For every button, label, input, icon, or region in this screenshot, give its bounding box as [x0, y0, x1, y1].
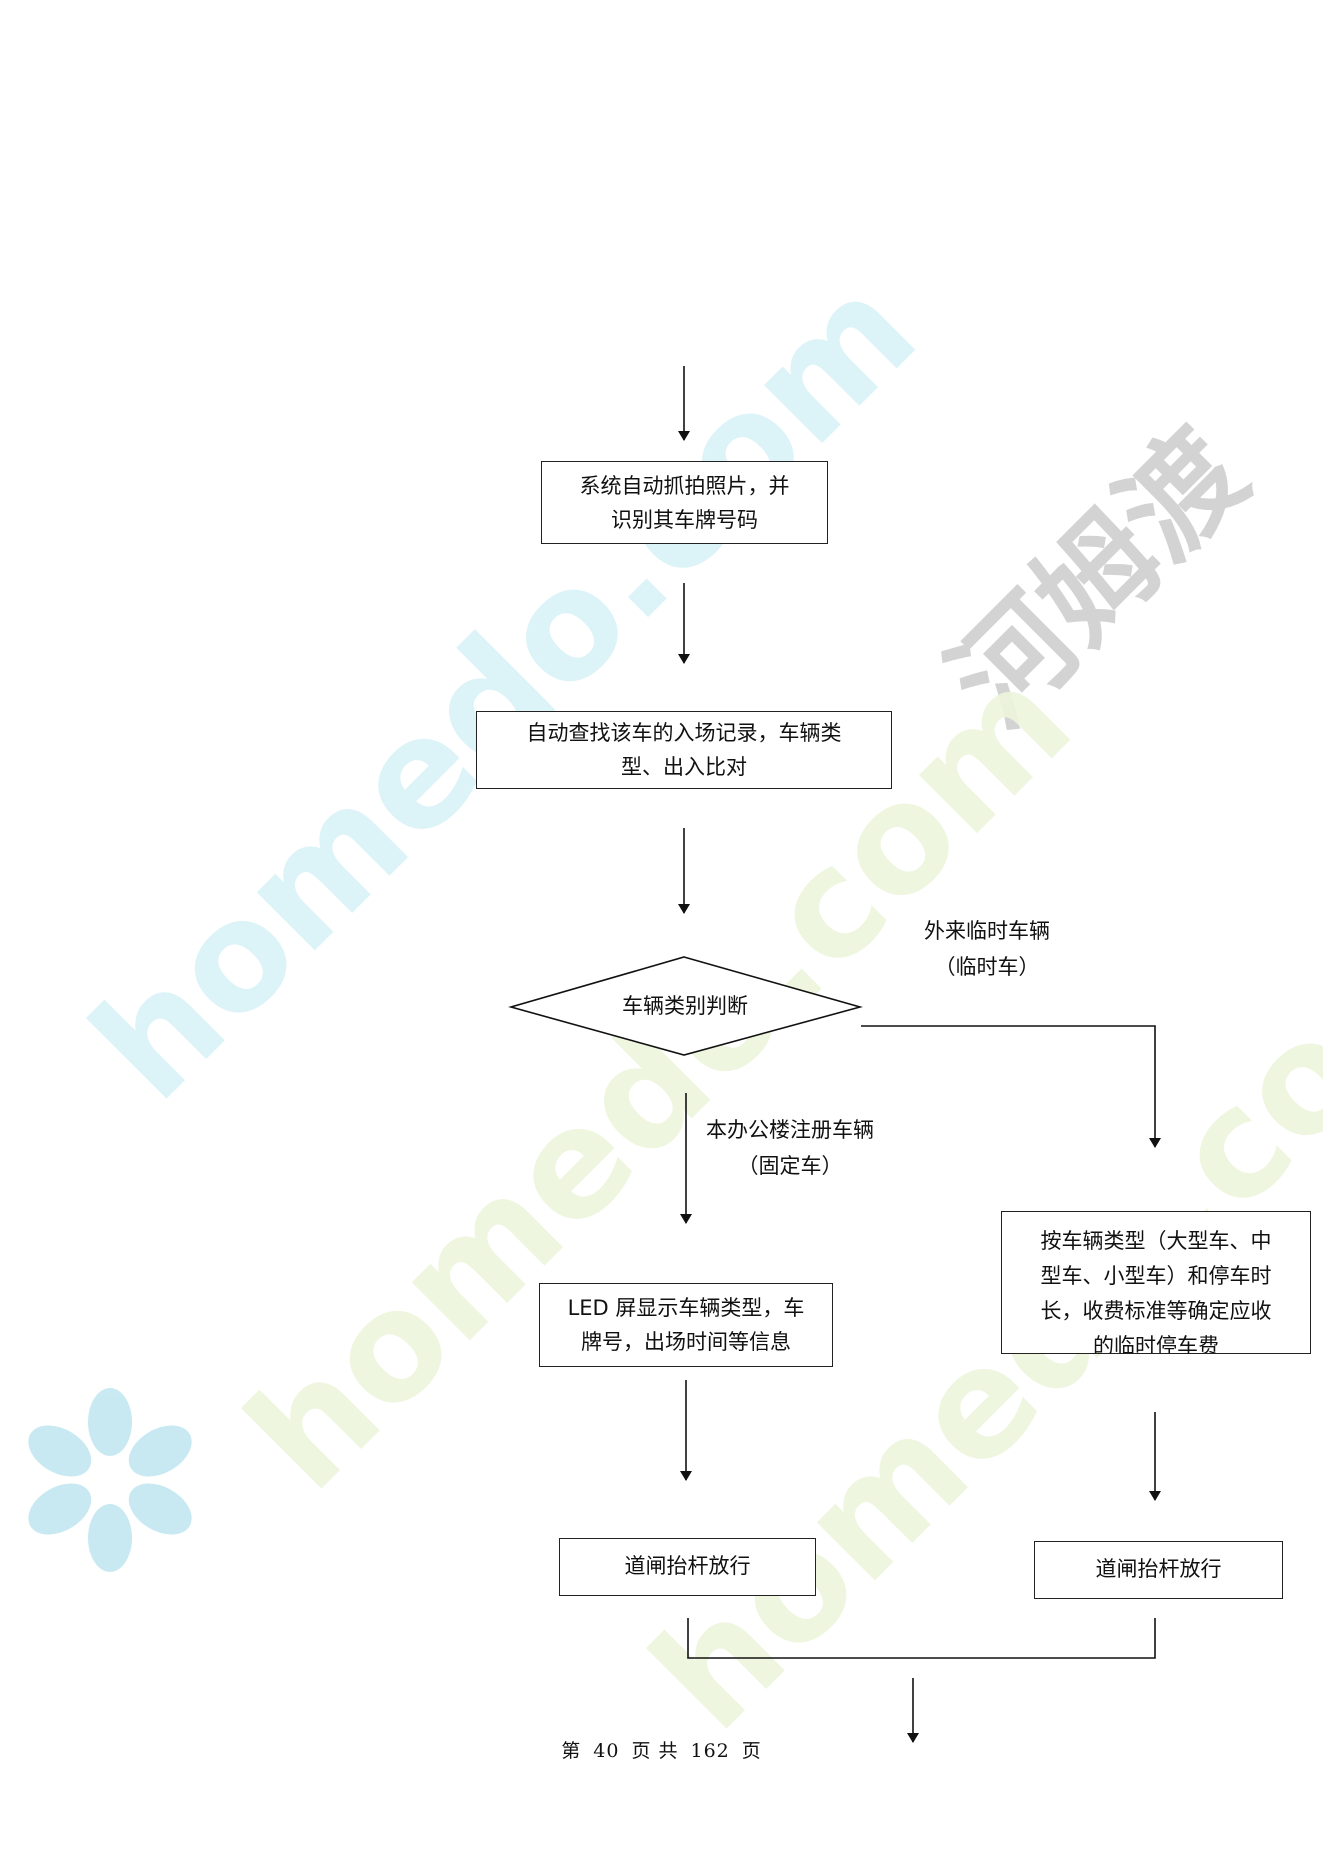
fee-line1: 按车辆类型（大型车、中: [1040, 1229, 1272, 1253]
lookup-node: 自动查找该车的入场记录，车辆类 型、出入比对: [476, 711, 892, 789]
capture-line1: 系统自动抓拍照片，并: [579, 473, 790, 498]
footer-prefix: 第: [561, 1740, 582, 1762]
page-footer: 第 40 页 共 162 页: [0, 1736, 1323, 1763]
gate-left-node: 道闸抬杆放行: [559, 1538, 816, 1596]
edge-label-temporary-line2: （临时车）: [934, 955, 1040, 979]
capture-node: 系统自动抓拍照片，并 识别其车牌号码: [541, 461, 828, 544]
led-line2: 牌号，出场时间等信息: [580, 1330, 791, 1354]
footer-total-pages: 162: [690, 1740, 730, 1762]
edge-label-registered-line2: （固定车）: [737, 1154, 843, 1178]
led-display-node: LED 屏显示车辆类型，车 牌号，出场时间等信息: [539, 1283, 833, 1367]
lookup-line2: 型、出入比对: [621, 755, 747, 779]
fee-line4: 的临时停车费: [1093, 1334, 1219, 1354]
fee-line2: 型车、小型车）和停车时: [1040, 1264, 1272, 1288]
merge-line: [687, 1618, 1156, 1659]
lookup-line1: 自动查找该车的入场记录，车辆类: [526, 721, 842, 745]
edge-label-temporary-line1: 外来临时车辆: [924, 919, 1050, 943]
arrow-decision-to-fee: [861, 1025, 1161, 1148]
gate-left-label: 道闸抬杆放行: [624, 1554, 751, 1578]
fee-line3: 长，收费标准等确定应收: [1040, 1299, 1272, 1323]
decision-label: 车辆类别判断: [622, 994, 748, 1018]
footer-middle: 页 共: [631, 1740, 679, 1762]
edge-label-temporary: 外来临时车辆 （临时车）: [892, 913, 1082, 985]
edge-label-registered-line1: 本办公楼注册车辆: [706, 1118, 874, 1142]
gate-right-label: 道闸抬杆放行: [1095, 1557, 1222, 1581]
capture-line2: 识别其车牌号码: [611, 507, 758, 532]
edge-label-registered: 本办公楼注册车辆 （固定车）: [690, 1112, 890, 1184]
footer-suffix: 页: [741, 1740, 762, 1762]
gate-right-node: 道闸抬杆放行: [1034, 1541, 1283, 1599]
led-line1: LED 屏显示车辆类型，车: [567, 1296, 805, 1320]
decision-diamond: [508, 956, 863, 1056]
fee-node: 按车辆类型（大型车、中 型车、小型车）和停车时 长，收费标准等确定应收 的临时停…: [1001, 1211, 1311, 1354]
footer-page-number: 40: [593, 1740, 620, 1762]
